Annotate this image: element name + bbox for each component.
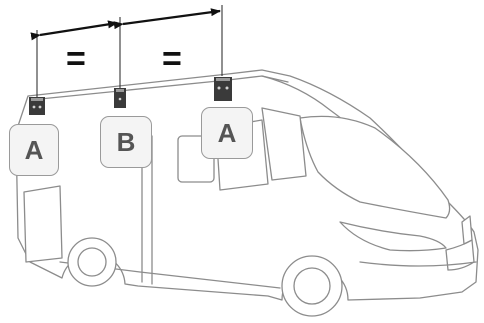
label-a-left: A <box>9 124 59 176</box>
arrow-left-span <box>30 20 118 41</box>
label-a-right: A <box>201 107 253 159</box>
mirror <box>461 215 473 245</box>
windshield <box>299 115 451 219</box>
front-bumper <box>359 261 477 267</box>
equal-mark-second: = <box>162 40 182 78</box>
arrow-right-span <box>113 8 221 30</box>
roof-line <box>29 75 289 101</box>
label-b-middle: B <box>100 116 152 168</box>
spacing-arrows <box>30 8 221 41</box>
door <box>23 185 63 263</box>
bracket-left <box>29 97 45 115</box>
cab-side-window <box>261 107 307 181</box>
bracket-middle <box>114 88 126 108</box>
front-wheel-rim <box>293 267 331 305</box>
brackets <box>29 77 232 115</box>
bracket-right <box>214 77 232 101</box>
rear-wheel-rim <box>77 247 107 277</box>
equal-mark-first: = <box>66 40 86 78</box>
headlight <box>339 221 447 252</box>
